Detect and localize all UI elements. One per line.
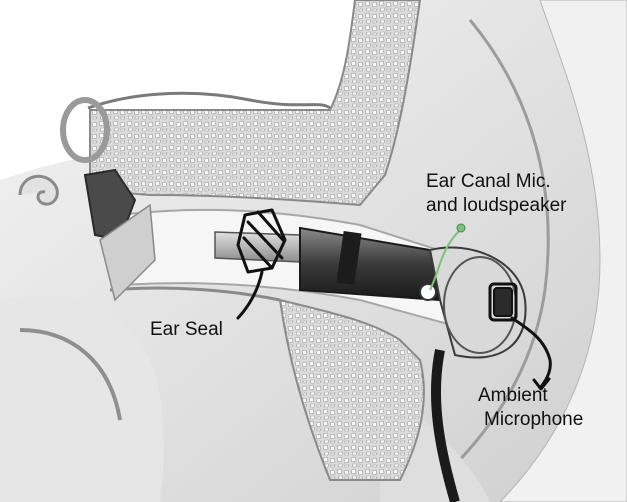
earbud-tip [215,232,300,262]
ear-seal-label: Ear Seal [150,318,223,342]
ear-canal-mic-label-line1: Ear Canal Mic. [426,170,567,194]
temporal-bone-upper [88,0,420,205]
ear-canal-mic-label: Ear Canal Mic. and loudspeaker [426,170,567,218]
ambient-mic [494,288,512,316]
ambient-mic-label-line1: Ambient [478,384,583,408]
ambient-mic-label: Ambient Microphone [478,384,583,432]
ambient-mic-label-line2: Microphone [484,408,583,432]
ear-canal-mic [420,284,436,300]
ear-canal-mic-label-line2: and loudspeaker [426,194,567,218]
